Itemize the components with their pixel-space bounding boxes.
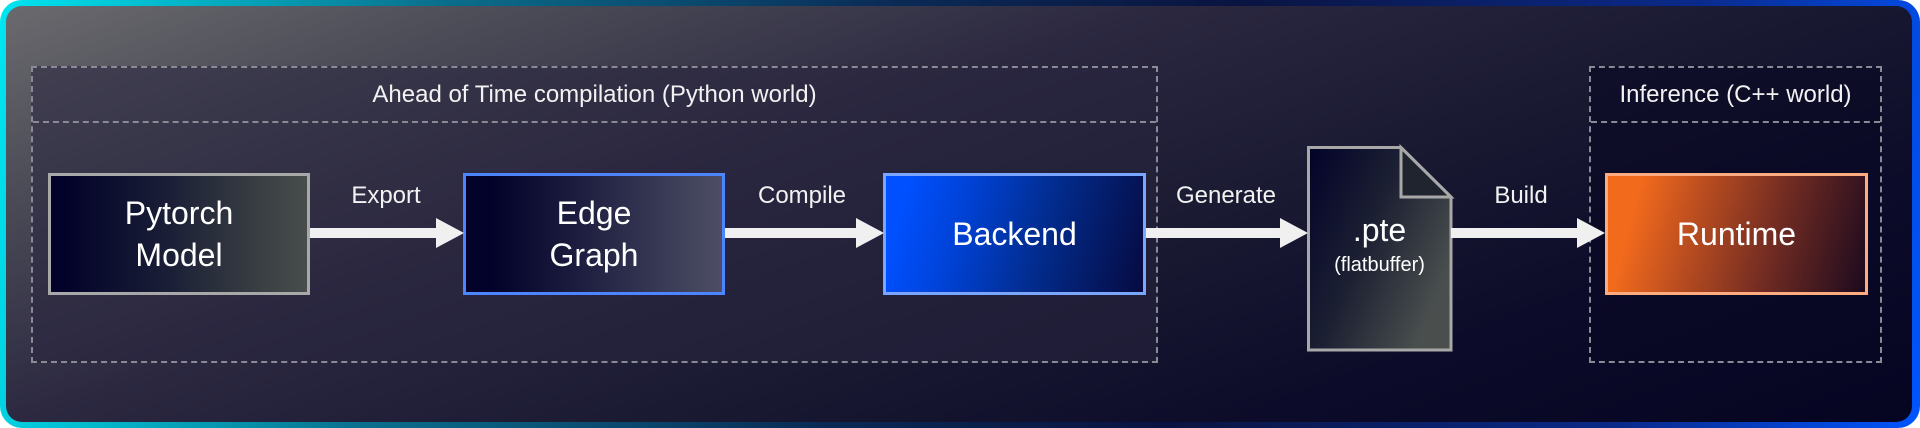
edge-graph-label-line2: Graph: [549, 237, 639, 273]
pte-document-fold: [1399, 143, 1455, 199]
build-arrow: [1451, 218, 1605, 248]
backend-label: Backend: [952, 216, 1077, 252]
generate-arrow: [1146, 218, 1308, 248]
edge-graph-label-line1: Edge: [556, 195, 632, 231]
edge-graph-node[interactable]: Edge Graph: [463, 173, 725, 295]
aot-group-label: Ahead of Time compilation (Python world): [372, 80, 817, 108]
runtime-label: Runtime: [1676, 216, 1797, 252]
inference-group-label: Inference (C++ world): [1619, 80, 1852, 108]
backend-node[interactable]: Backend: [883, 173, 1146, 295]
runtime-node[interactable]: Runtime: [1605, 173, 1868, 295]
aot-group-header: Ahead of Time compilation (Python world): [33, 68, 1156, 123]
export-label: Export: [351, 182, 421, 209]
compile-label: Compile: [757, 182, 847, 209]
export-arrow: [310, 218, 464, 248]
build-label: Build: [1494, 182, 1548, 209]
generate-label: Generate: [1175, 182, 1277, 209]
pytorch-model-label-line1: Pytorch: [124, 195, 234, 231]
pytorch-model-node[interactable]: Pytorch Model: [48, 173, 310, 295]
compile-arrow: [725, 218, 884, 248]
pte-label: .pte: [1352, 212, 1407, 248]
pte-sublabel: (flatbuffer): [1334, 254, 1425, 276]
pytorch-model-label-line2: Model: [135, 237, 223, 273]
inference-group-header: Inference (C++ world): [1591, 68, 1880, 123]
